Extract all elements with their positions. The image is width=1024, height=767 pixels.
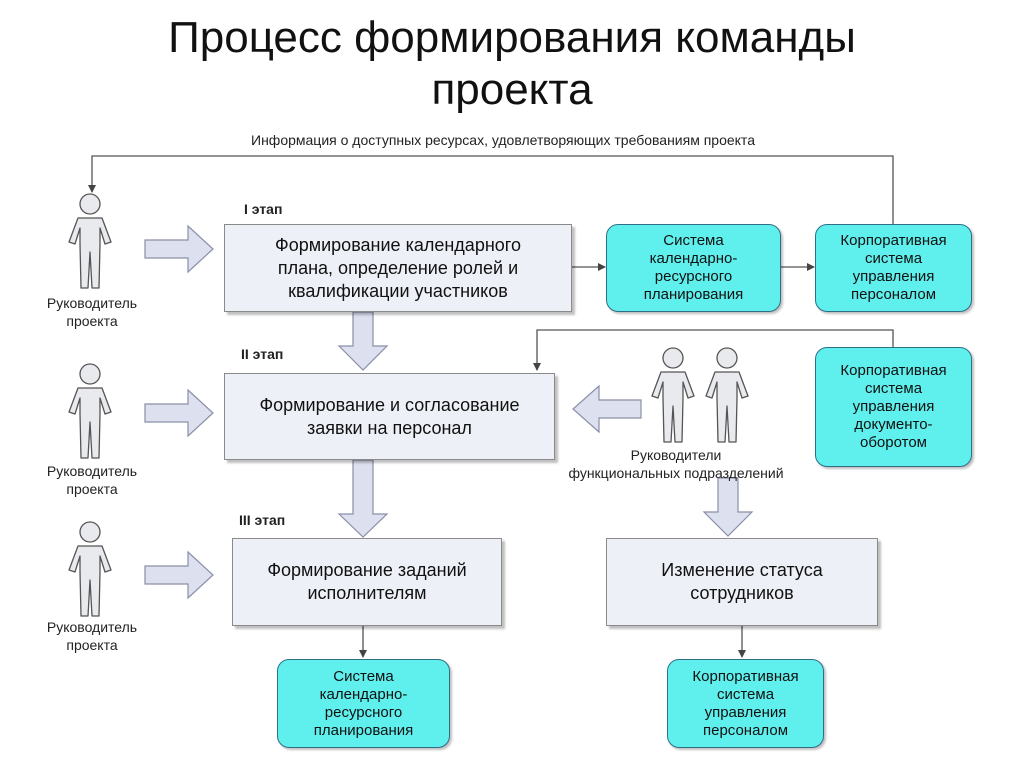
person-icon-func-1 [651,347,695,443]
system-calendar-bottom-line-2: календарно- [319,685,408,703]
system-calendar-bottom-line-1: Система [333,667,394,685]
process-status-change-line-2: сотрудников [690,583,794,603]
actor-pm3-line-2: проекта [66,637,118,653]
process-staff-request-line-2: заявки на персонал [307,417,472,438]
system-calendar-top-line-4: планирования [643,286,744,303]
actor-pm2-caption: Руководитель проекта [22,462,162,498]
system-hr-top-line-2: система [864,250,923,267]
process-status-change-line-1: Изменение статуса [661,560,823,580]
system-doc-line-3: управления [852,398,935,415]
actor-pm2-line-2: проекта [66,481,118,497]
system-doc-flow: Корпоративная система управления докумен… [815,347,972,467]
system-doc-line-4: документо- [854,416,933,433]
actor-pm1-line-1: Руководитель [46,295,138,311]
system-hr-top-line-3: управления [852,268,935,285]
title-line-2: проекта [431,65,593,114]
process-status-change: Изменение статуса сотрудников [606,538,878,626]
feedback-connector [88,155,894,224]
system-hr-bottom-line-4: персоналом [702,721,789,739]
system-doc-line-2: система [864,380,923,397]
person-icon-pm1 [68,193,112,289]
process-calendar-plan: Формирование календарного плана, определ… [224,224,572,312]
system-hr-bottom-line-2: система [716,685,775,703]
process-staff-request-line-1: Формирование и согласование [259,394,520,415]
process-tasks: Формирование заданий исполнителям [232,538,502,626]
block-arrow-func [572,384,642,434]
actor-pm1-caption: Руководитель проекта [22,294,162,330]
process-calendar-plan-line-2: плана, определение ролей и [277,257,519,278]
actor-pm3-caption: Руководитель проекта [22,618,162,654]
process-calendar-plan-line-3: квалификации участников [288,280,508,301]
system-hr-bottom-line-1: Корпоративная [692,667,799,685]
system-hr-top-line-4: персоналом [850,286,937,303]
block-arrow-stage1-to-stage2 [337,311,389,371]
person-icon-pm3 [68,521,112,617]
system-hr-bottom: Корпоративная система управления персона… [667,659,824,748]
stage-2-label: II этап [241,346,284,362]
process-tasks-line-2: исполнителям [307,583,427,603]
person-icon-func-2 [705,347,749,443]
system-calendar-top-line-3: ресурсного [654,268,733,285]
actor-pm3-line-1: Руководитель [46,619,138,635]
process-calendar-plan-line-1: Формирование календарного [275,234,521,255]
stage-3-label: III этап [239,512,286,528]
actor-func-line-2: функциональных подразделений [568,465,784,481]
system-hr-top-line-1: Корпоративная [840,232,947,249]
system-calendar-top-line-1: Система [663,232,724,249]
block-arrow-pm1 [144,224,214,274]
block-arrow-pm2 [144,388,214,438]
actor-pm2-line-1: Руководитель [46,463,138,479]
system-hr-top: Корпоративная система управления персона… [815,224,972,312]
block-arrow-stage2-to-stage3 [337,459,389,538]
actor-pm1-line-2: проекта [66,313,118,329]
system-calendar-bottom-line-4: планирования [313,721,414,739]
system-calendar-bottom: Система календарно- ресурсного планирова… [277,659,450,748]
actor-func-line-1: Руководители [630,447,722,463]
person-icon-pm2 [68,363,112,459]
stage-1-label: I этап [244,201,283,217]
system-doc-line-5: оборотом [860,434,927,451]
connector-doc-system-to-request [533,329,894,371]
process-tasks-line-1: Формирование заданий [267,560,467,580]
title-line-1: Процесс формирования команды [168,13,856,62]
block-arrow-pm3 [144,550,214,600]
system-doc-line-1: Корпоративная [840,362,947,379]
feedback-label: Информация о доступных ресурсах, удовлет… [251,132,755,148]
system-calendar-top-line-2: календарно- [649,250,738,267]
system-calendar-bottom-line-3: ресурсного [324,703,403,721]
system-hr-bottom-line-3: управления [704,703,787,721]
system-calendar-top: Система календарно- ресурсного планирова… [606,224,781,312]
process-staff-request: Формирование и согласование заявки на пе… [224,373,555,460]
actor-func-caption: Руководители функциональных подразделени… [535,446,817,482]
diagram-title: Процесс формирования команды проекта [0,12,1024,116]
block-arrow-func-to-status [702,477,754,537]
